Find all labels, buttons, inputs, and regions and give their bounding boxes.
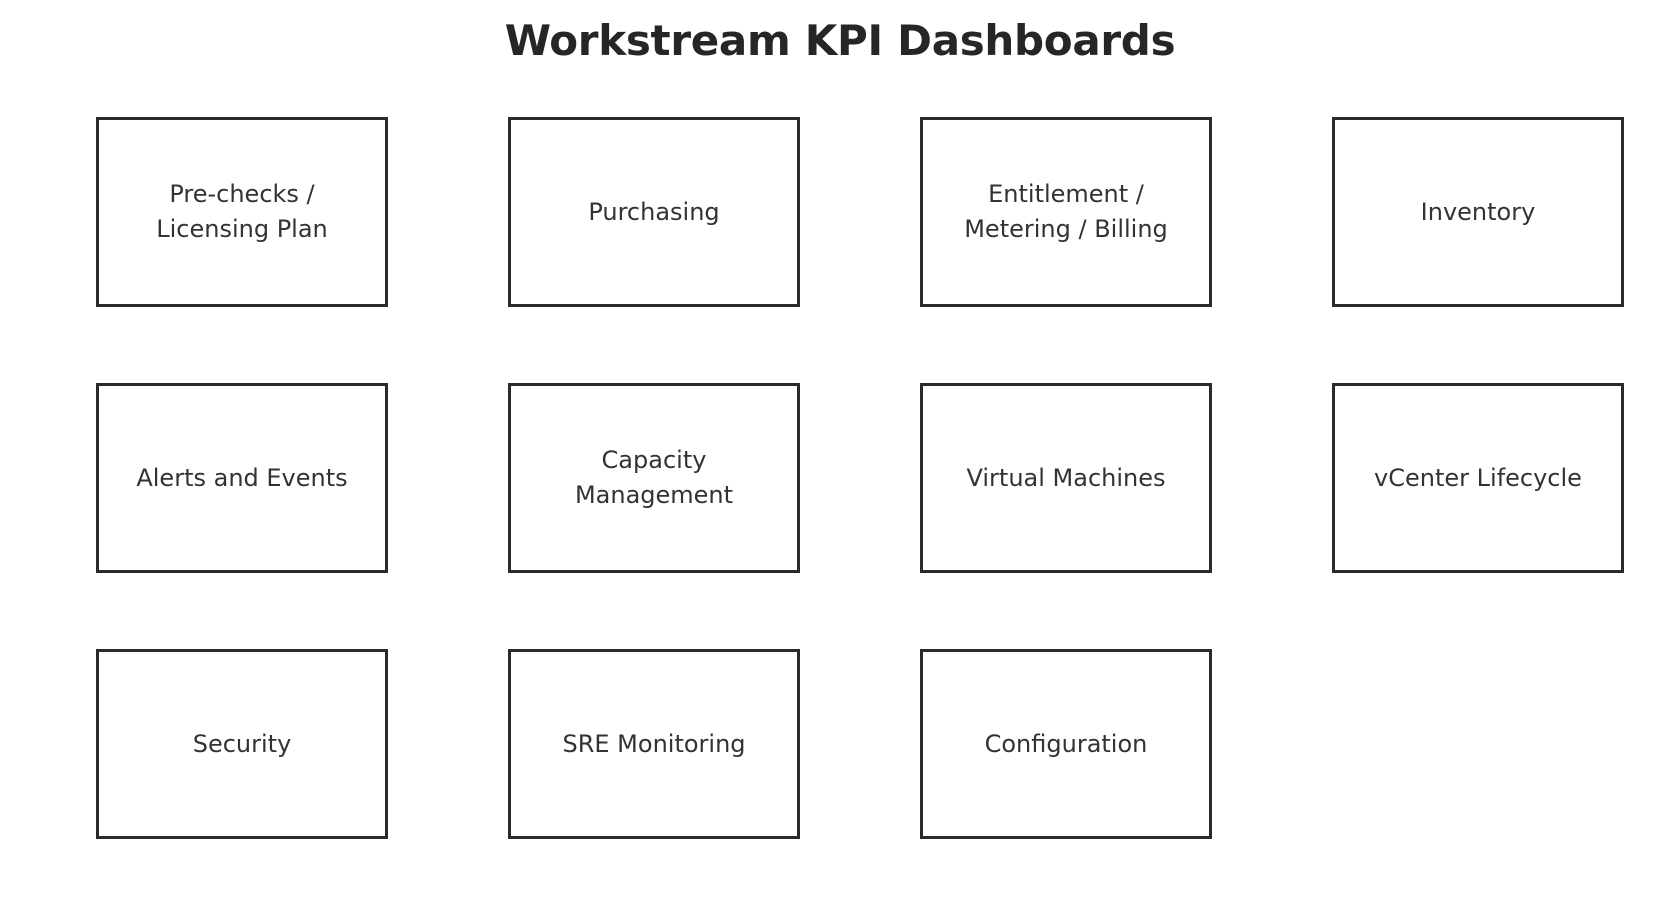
dashboard-card-label: Inventory [1420, 197, 1536, 226]
dashboard-card-configuration[interactable]: Configuration [920, 649, 1212, 839]
dashboard-card-inventory[interactable]: Inventory [1332, 117, 1624, 307]
dashboard-card-label: Capacity Management [574, 446, 734, 509]
dashboard-card-label: Configuration [984, 729, 1148, 758]
dashboard-card-security[interactable]: Security [96, 649, 388, 839]
dashboard-card-entitlement-metering-billing[interactable]: Entitlement / Metering / Billing [920, 117, 1212, 307]
dashboard-card-label: Alerts and Events [136, 463, 348, 492]
dashboard-card-label: Entitlement / Metering / Billing [964, 180, 1168, 243]
dashboard-card-label: vCenter Lifecycle [1374, 463, 1582, 492]
page-title: Workstream KPI Dashboards [504, 16, 1176, 65]
dashboard-card-pre-checks-licensing-plan[interactable]: Pre-checks / Licensing Plan [96, 117, 388, 307]
dashboard-card-label: Pre-checks / Licensing Plan [156, 180, 328, 243]
dashboard-card-purchasing[interactable]: Purchasing [508, 117, 800, 307]
dashboard-card-sre-monitoring[interactable]: SRE Monitoring [508, 649, 800, 839]
dashboard-card-virtual-machines[interactable]: Virtual Machines [920, 383, 1212, 573]
dashboard-card-label: Purchasing [588, 197, 720, 226]
dashboard-card-label: SRE Monitoring [562, 729, 746, 758]
dashboard-card-vcenter-lifecycle[interactable]: vCenter Lifecycle [1332, 383, 1624, 573]
grid-empty-slot [1332, 649, 1624, 839]
dashboard-card-label: Virtual Machines [966, 463, 1166, 492]
dashboard-grid: Pre-checks / Licensing Plan Purchasing E… [96, 117, 1626, 841]
dashboard-card-capacity-management[interactable]: Capacity Management [508, 383, 800, 573]
dashboard-card-alerts-and-events[interactable]: Alerts and Events [96, 383, 388, 573]
dashboard-card-label: Security [192, 729, 292, 758]
